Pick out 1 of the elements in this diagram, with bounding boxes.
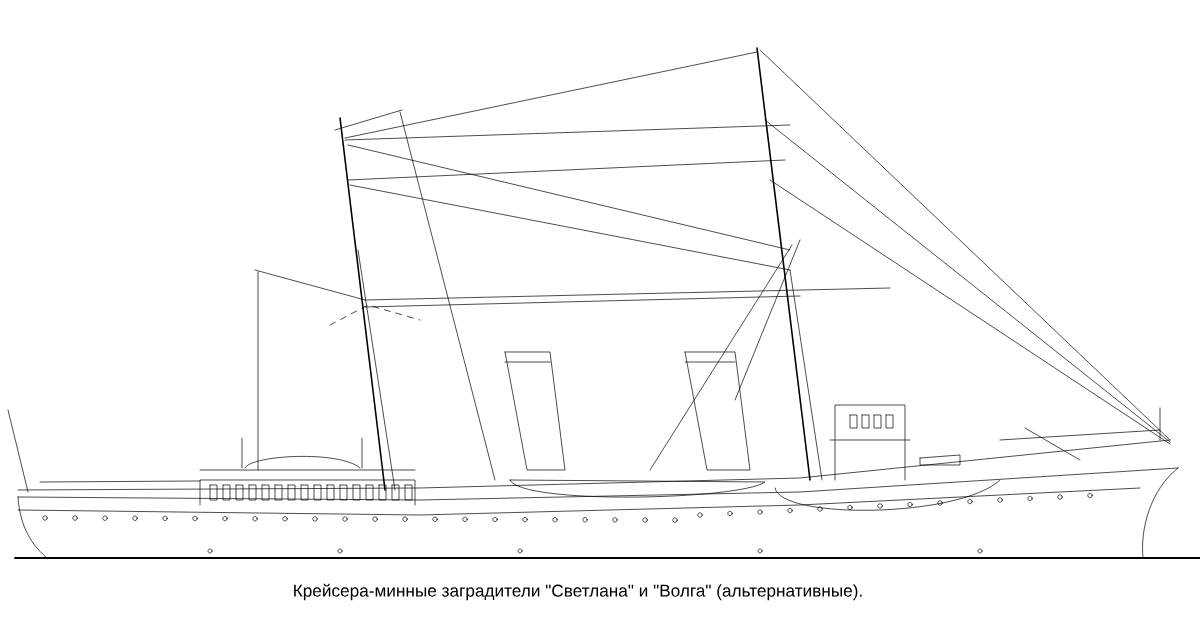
caption: Крейсера-минные заградители "Светлана" и "Волга" (альтернативные).	[294, 583, 862, 601]
